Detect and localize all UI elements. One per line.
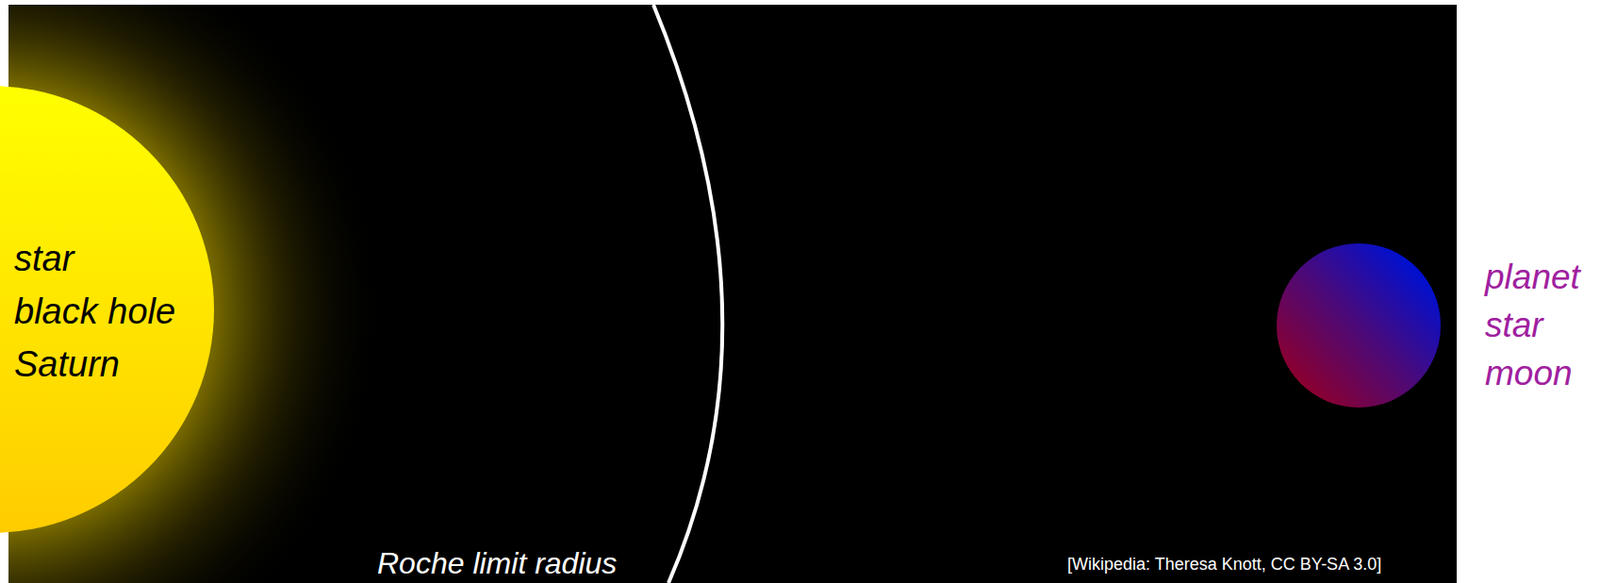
body-name: moon <box>1484 348 1581 397</box>
text-column: planetstarmoon <box>1484 252 1581 397</box>
roche-label: Roche limit radius <box>377 544 617 581</box>
body-name: Saturn <box>14 337 176 391</box>
body-disc <box>0 85 215 533</box>
body-disc <box>1276 243 1441 408</box>
text-column: starblack holeSaturn <box>14 231 176 391</box>
body-name: planet <box>1484 252 1581 301</box>
body-name: star <box>1484 300 1581 349</box>
credit-note: [Wikipedia: Theresa Knott, CC BY-SA 3.0] <box>1067 553 1382 575</box>
body-circle <box>1276 243 1441 408</box>
roche-limit-arc <box>653 4 723 583</box>
body-name: star <box>14 231 176 285</box>
star-glow <box>8 4 387 583</box>
primary-body: starblack holeSaturn <box>0 85 215 533</box>
secondary-body: planetstarmoon <box>1276 243 1593 408</box>
body-name: black hole <box>14 284 176 338</box>
